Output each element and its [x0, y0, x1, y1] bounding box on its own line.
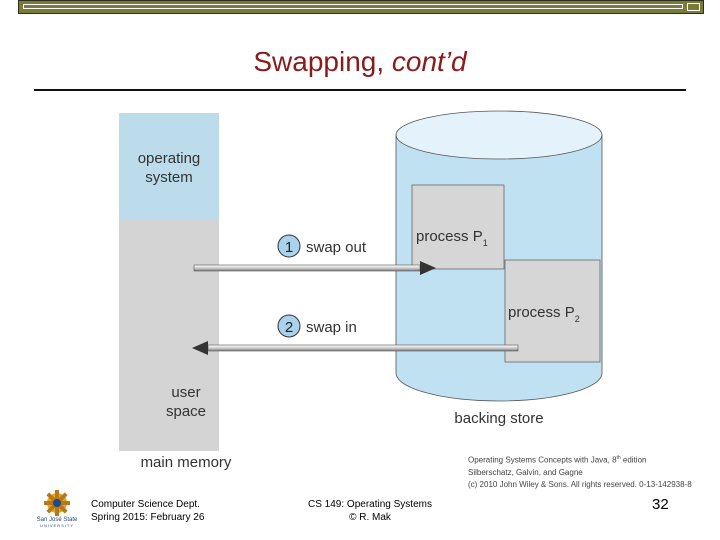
process-p1-subscript: 1	[483, 238, 488, 248]
title-rule	[34, 89, 686, 91]
step2-number: 2	[285, 319, 293, 336]
credit-line2: Silberschatz, Galvin, and Gagne	[468, 467, 583, 477]
swap-out-arrow	[193, 261, 436, 275]
process-p2-box	[504, 259, 601, 363]
top-decor-bar	[18, 0, 704, 14]
process-p1-box	[411, 184, 505, 270]
memory-user-region	[119, 219, 219, 451]
step1-label: swap out	[306, 239, 367, 256]
credit-line1-pre: Operating Systems Concepts with Java, 8	[468, 455, 617, 465]
backing-store-cylinder-top	[395, 110, 603, 160]
memory-os-region	[119, 113, 219, 219]
credit-line1-sup: th	[616, 455, 621, 461]
process-p1-text: process P	[416, 228, 483, 245]
memory-user-label-line1: user	[171, 384, 200, 401]
process-p1-label: process P1	[416, 228, 488, 248]
process-p2-label: process P2	[508, 304, 580, 324]
swapping-diagram: operating system user space main memory …	[119, 110, 603, 471]
footer-dept: Computer Science Dept. Spring 2015: Febr…	[91, 498, 204, 524]
process-p2-text: process P	[508, 304, 575, 321]
footer-course-line2: © R. Mak	[349, 512, 391, 523]
slide-title-italic: cont’d	[391, 46, 467, 77]
logo-text-line2: UNIVERSITY	[40, 523, 74, 528]
process-p2-subscript: 2	[575, 314, 580, 324]
swap-in-arrow	[192, 341, 519, 355]
page-number: 32	[652, 496, 669, 513]
footer-dept-line1: Computer Science Dept.	[91, 499, 200, 510]
main-memory-label: main memory	[141, 454, 232, 471]
slide-title: Swapping, cont’d	[0, 46, 720, 78]
slide-title-main: Swapping,	[253, 46, 392, 77]
source-credit: Operating Systems Concepts with Java, 8t…	[468, 452, 692, 491]
credit-line1-post: edition	[620, 455, 647, 465]
footer-dept-line2: Spring 2015: February 26	[91, 512, 205, 523]
credit-line1: Operating Systems Concepts with Java, 8t…	[468, 452, 692, 467]
top-decor-square	[687, 3, 700, 11]
footer-course: CS 149: Operating Systems © R. Mak	[300, 498, 440, 524]
top-decor-bar-inner	[23, 4, 683, 9]
footer-course-line1: CS 149: Operating Systems	[308, 499, 432, 510]
memory-os-label-line1: operating	[138, 150, 201, 167]
step1-number: 1	[285, 239, 293, 256]
memory-user-label-line2: space	[166, 403, 206, 420]
step1-circle	[277, 234, 301, 258]
step2-circle	[277, 314, 301, 338]
step2-label: swap in	[306, 319, 357, 336]
memory-os-label-line2: system	[145, 169, 193, 186]
backing-store-label: backing store	[454, 410, 543, 427]
credit-line3: (c) 2010 John Wiley & Sons. All rights r…	[468, 479, 692, 489]
logo-text-line1: San José State	[37, 517, 78, 523]
university-logo: San José State UNIVERSITY	[37, 490, 78, 528]
